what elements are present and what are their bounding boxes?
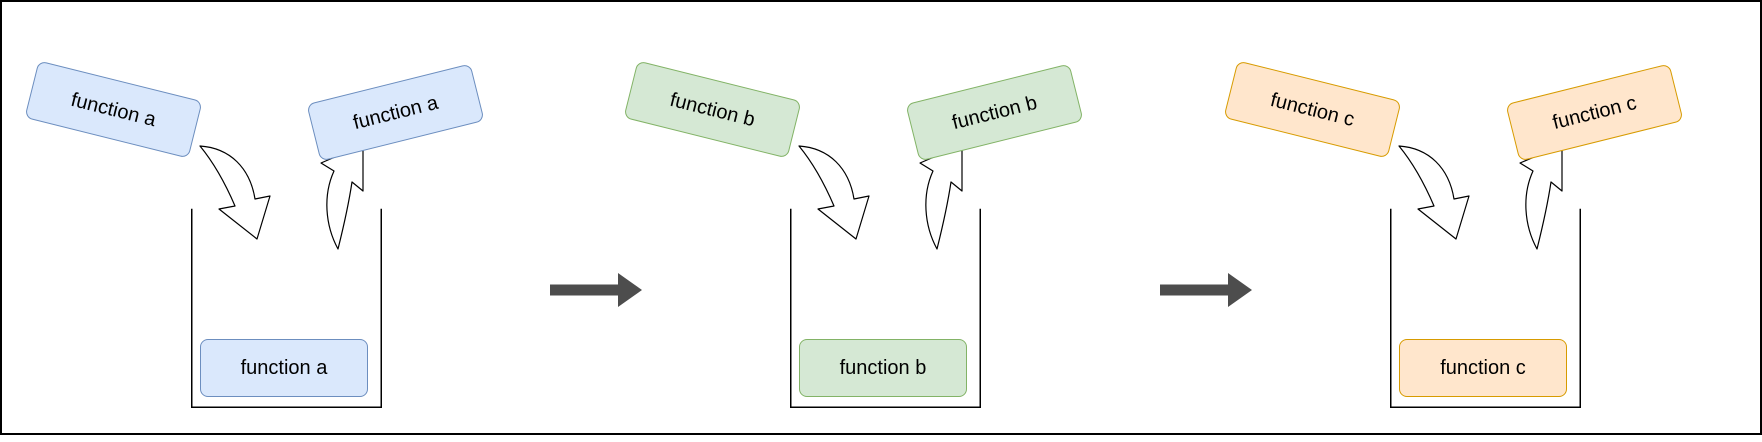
function-box-label: function a — [350, 91, 441, 134]
stack-container — [191, 208, 382, 408]
push-arrow-icon — [798, 145, 870, 240]
stack-and-arrows-graphic — [1390, 144, 1581, 408]
stage-c: function c function c function c — [1199, 0, 1762, 442]
pop-arrow-icon — [919, 144, 963, 250]
function-box-stacked: function c — [1399, 339, 1567, 397]
pop-arrow-icon — [320, 144, 364, 250]
function-box-label: function a — [240, 357, 328, 379]
transition-arrow-icon — [1160, 273, 1252, 307]
function-box-label: function b — [839, 357, 927, 379]
pop-arrow-icon — [1519, 144, 1563, 250]
stack-container — [790, 208, 981, 408]
function-box-label: function a — [68, 88, 159, 131]
function-box-stacked: function a — [200, 339, 368, 397]
stack-and-arrows-graphic — [191, 144, 382, 408]
stage-b: function b function b function b — [599, 0, 1199, 442]
function-box-label: function c — [1550, 91, 1639, 134]
function-box-stacked: function b — [799, 339, 967, 397]
push-arrow-icon — [1398, 145, 1470, 240]
stage-a: function a function a function a — [0, 0, 600, 442]
function-box-label: function c — [1268, 88, 1357, 131]
function-box-label: function b — [949, 91, 1040, 134]
stack-and-arrows-graphic — [790, 144, 981, 408]
push-arrow-icon — [199, 145, 271, 240]
stack-container — [1390, 208, 1581, 408]
function-box-label: function c — [1440, 357, 1526, 379]
function-box-label: function b — [667, 88, 758, 131]
transition-arrow-icon — [550, 273, 642, 307]
